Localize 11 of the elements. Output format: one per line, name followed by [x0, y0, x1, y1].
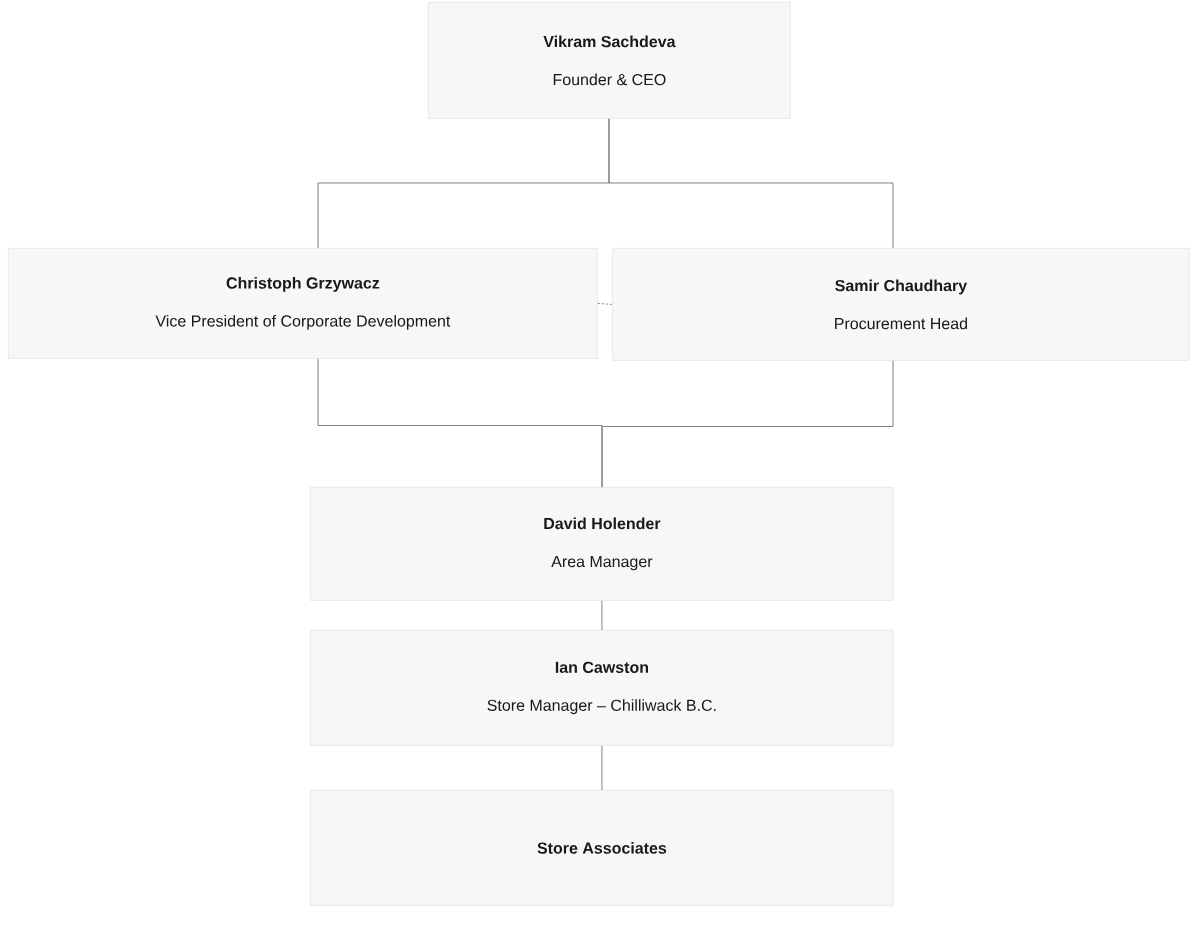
org-box: David Holender Area Manager	[310, 487, 894, 601]
org-box: Ian Cawston Store Manager – Chilliwack B.C.	[310, 630, 894, 746]
org-box: Christoph Grzywacz Vice President of Corporate Development	[8, 248, 598, 359]
org-box: Vikram Sachdeva Founder & CEO	[428, 2, 791, 119]
connector-line	[601, 745, 603, 791]
connector-line	[601, 360, 894, 488]
connector-line	[608, 118, 894, 249]
connector-line	[597, 302, 613, 305]
connector-line	[601, 600, 603, 631]
org-box: Store Associates	[310, 790, 894, 906]
org-box: Samir Chaudhary Procurement Head	[612, 248, 1190, 361]
